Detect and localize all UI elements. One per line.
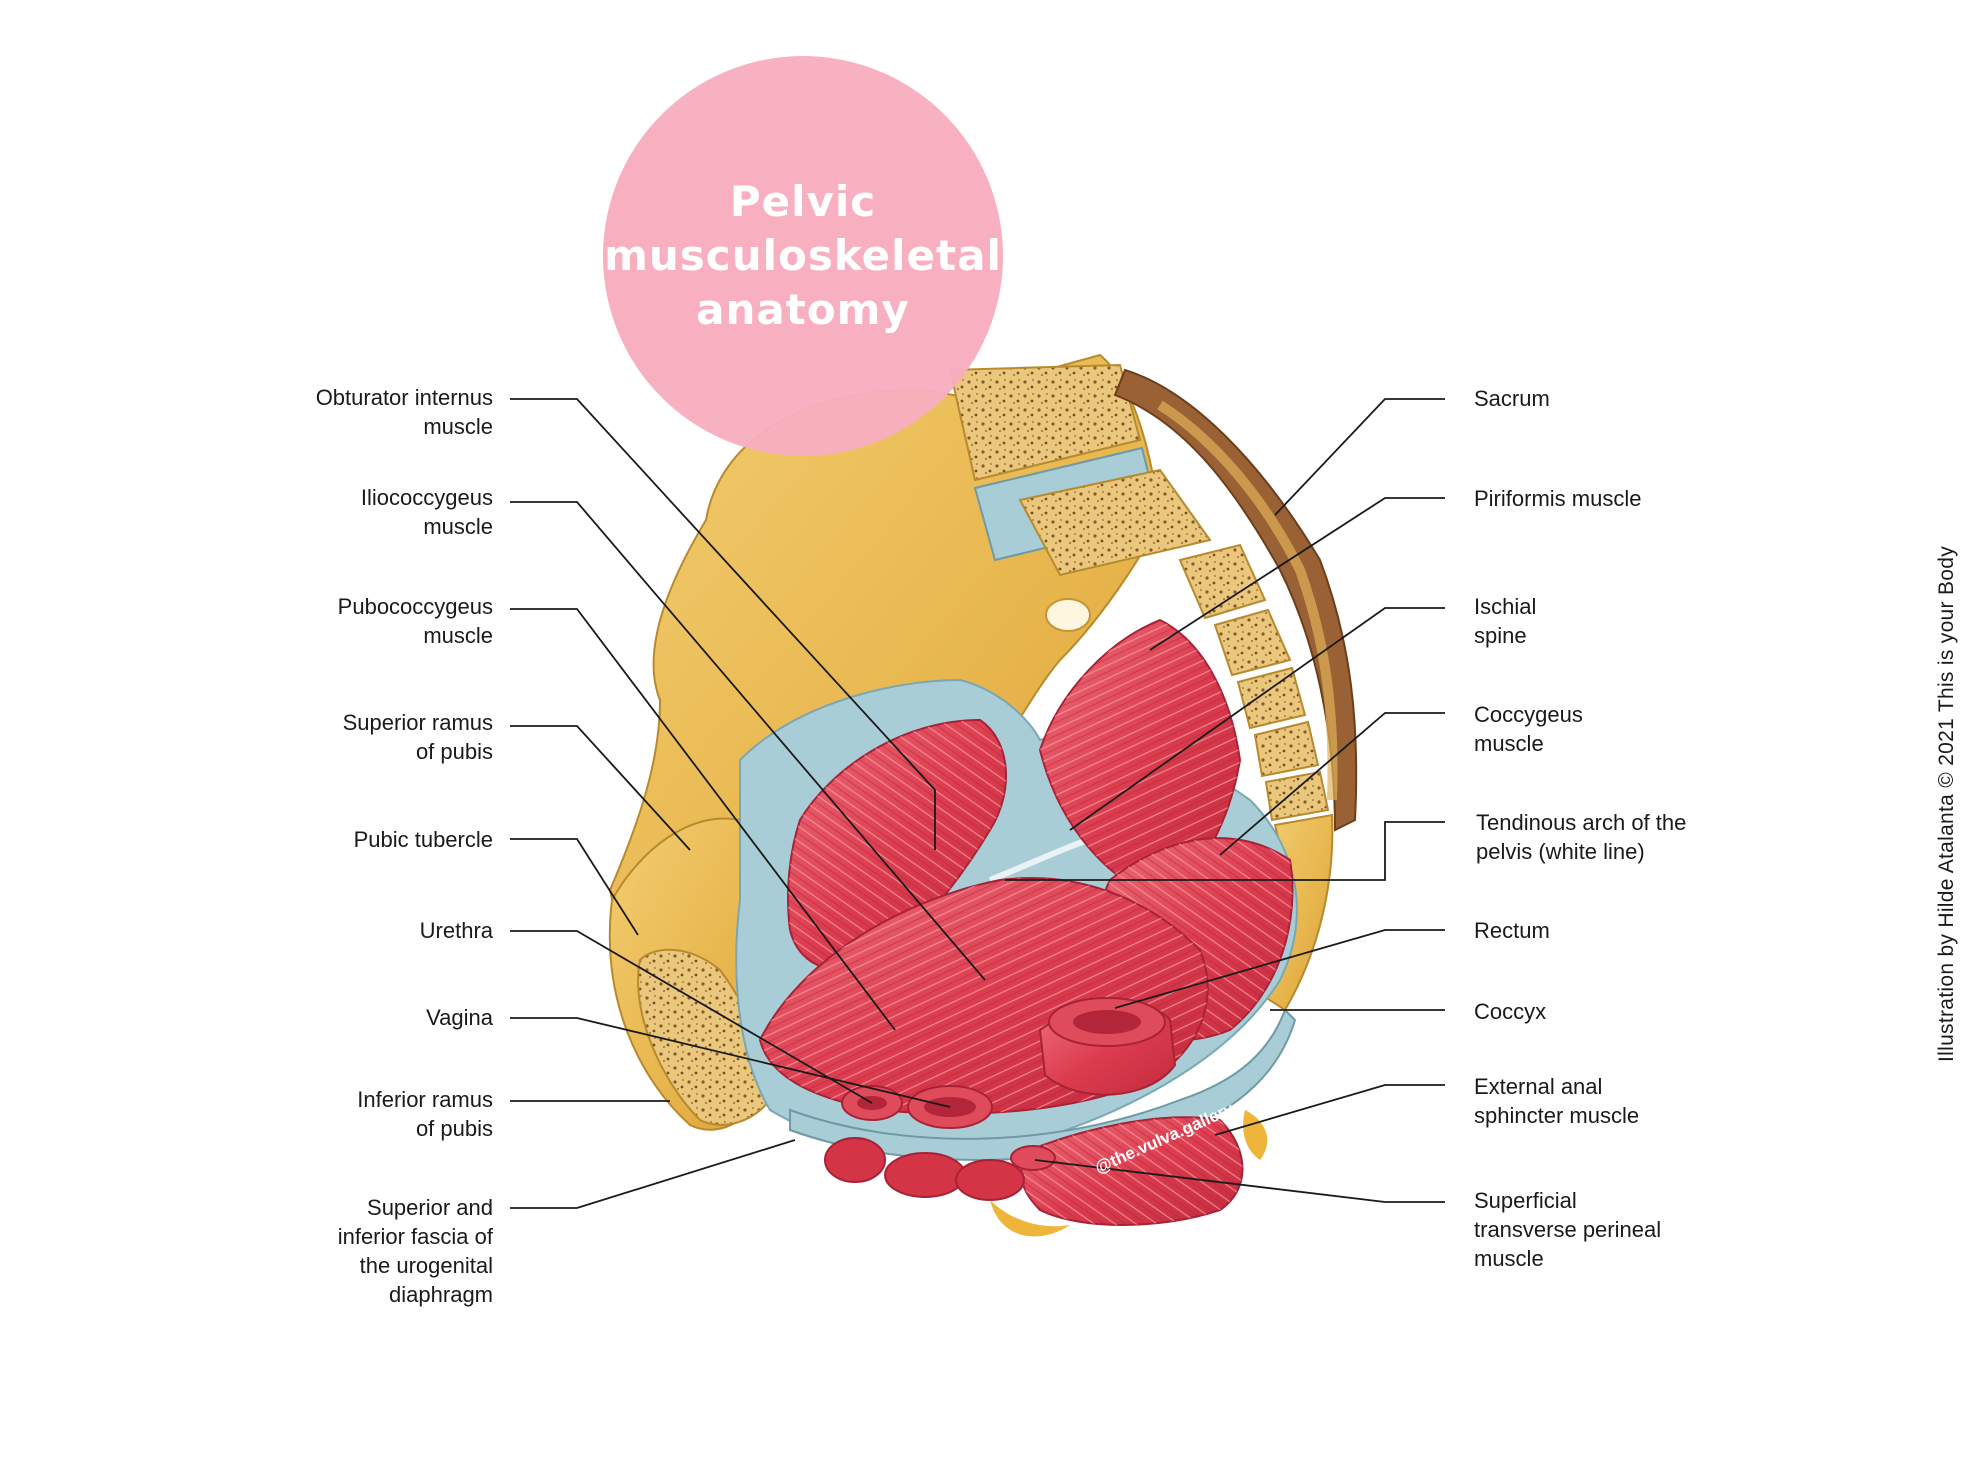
label-line: Superior ramus: [342, 710, 493, 735]
label-line: Tendinous arch of the: [1476, 810, 1687, 835]
label-line: transverse perineal: [1474, 1217, 1662, 1242]
label-line: muscle: [1474, 1246, 1544, 1271]
label-line: diaphragm: [389, 1282, 493, 1307]
label-line: of pubis: [415, 1116, 493, 1141]
sacral-posterior-edge: [1157, 400, 1338, 801]
label-piriformis: Piriformis muscle: [1474, 484, 1641, 513]
label-line: Obturator internus: [315, 385, 493, 410]
label-line: muscle: [423, 414, 493, 439]
label-line: of pubis: [415, 739, 493, 764]
sacrum-vertebrae: [948, 363, 1330, 822]
label-line: Coccygeus: [1474, 702, 1583, 727]
illustration-credit: Illustration by Hilde Atalanta © 2021 Th…: [1935, 545, 1958, 1062]
label-line: Inferior ramus: [357, 1087, 493, 1112]
label-line: muscle: [423, 514, 493, 539]
label-superior-ramus: Superior ramus of pubis: [343, 708, 493, 766]
obturator-foramen: [1045, 598, 1091, 632]
label-line: Iliococcygeus: [360, 485, 493, 510]
label-line: External anal: [1474, 1074, 1603, 1099]
label-urethra: Urethra: [420, 916, 493, 945]
label-line: Piriformis muscle: [1474, 486, 1642, 511]
superficial-transverse-perineal-muscle: [1010, 1145, 1056, 1171]
label-pubic-tubercle: Pubic tubercle: [354, 825, 493, 854]
leader-ischial-spine: [1069, 607, 1445, 831]
leader-urethra: [510, 930, 873, 1104]
label-line: Coccyx: [1474, 999, 1547, 1024]
ischioanal-fat: [990, 1200, 1070, 1237]
leader-obturator-internus: [510, 398, 936, 850]
leader-iliococcygeus: [510, 501, 986, 981]
leader-rectum: [1114, 929, 1445, 1009]
label-line: Superior and: [367, 1195, 493, 1220]
leader-urogenital-fascia: [510, 1139, 796, 1209]
leader-pubococcygeus: [510, 608, 896, 1031]
title-line: Pelvic: [729, 177, 877, 226]
label-line: Pubic tubercle: [353, 827, 493, 852]
label-line: pelvis (white line): [1476, 839, 1645, 864]
label-external-anal-sphincter: External anal sphincter muscle: [1474, 1072, 1639, 1130]
leader-external-anal-sphincter: [1214, 1084, 1445, 1136]
title-badge: Pelvic musculoskeletal anatomy: [603, 56, 1003, 456]
label-pubococcygeus: Pubococcygeus muscle: [338, 592, 493, 650]
label-iliococcygeus: Iliococcygeus muscle: [361, 483, 493, 541]
label-line: Pubococcygeus: [337, 594, 493, 619]
diagram-title: Pelvic musculoskeletal anatomy: [604, 175, 1002, 337]
label-line: muscle: [423, 623, 493, 648]
bulbospongiosus-lobes: [824, 1137, 1025, 1201]
label-sacrum: Sacrum: [1474, 384, 1550, 413]
leader-lines: [510, 398, 1445, 1209]
label-obturator-internus: Obturator internus muscle: [316, 383, 493, 441]
label-line: sphincter muscle: [1474, 1103, 1640, 1128]
label-line: the urogenital: [359, 1253, 493, 1278]
label-line: Rectum: [1474, 918, 1550, 943]
label-line: Sacrum: [1474, 386, 1550, 411]
title-line: musculoskeletal: [604, 231, 1002, 280]
label-line: muscle: [1474, 731, 1544, 756]
label-line: Superficial: [1474, 1188, 1577, 1213]
rectum: [1038, 997, 1177, 1096]
label-line: spine: [1474, 623, 1527, 648]
leader-tendinous-arch: [1005, 821, 1445, 881]
leader-piriformis: [1149, 497, 1445, 651]
label-line: Vagina: [426, 1005, 493, 1030]
leader-pubic-tubercle: [510, 838, 639, 936]
leader-superior-ramus: [510, 725, 691, 851]
label-coccyx: Coccyx: [1474, 997, 1546, 1026]
label-line: inferior fascia of: [337, 1224, 493, 1249]
leader-vagina: [510, 1017, 951, 1108]
leader-superficial-transverse: [1034, 1159, 1445, 1203]
label-inferior-ramus: Inferior ramus of pubis: [357, 1085, 493, 1143]
leader-coccygeus: [1219, 712, 1445, 856]
label-rectum: Rectum: [1474, 916, 1550, 945]
label-urogenital-fascia: Superior and inferior fascia of the urog…: [338, 1193, 493, 1309]
label-coccygeus: Coccygeus muscle: [1474, 700, 1583, 758]
label-line: Ischial: [1474, 594, 1537, 619]
leader-sacrum: [1274, 398, 1445, 516]
label-line: Urethra: [419, 918, 493, 943]
label-vagina: Vagina: [426, 1003, 493, 1032]
label-ischial-spine: Ischial spine: [1474, 592, 1536, 650]
label-superficial-transverse-perineal: Superficial transverse perineal muscle: [1474, 1186, 1661, 1273]
title-line: anatomy: [696, 285, 910, 334]
label-tendinous-arch: Tendinous arch of the pelvis (white line…: [1476, 808, 1686, 866]
ischioanal-fat-right: [1243, 1110, 1268, 1160]
